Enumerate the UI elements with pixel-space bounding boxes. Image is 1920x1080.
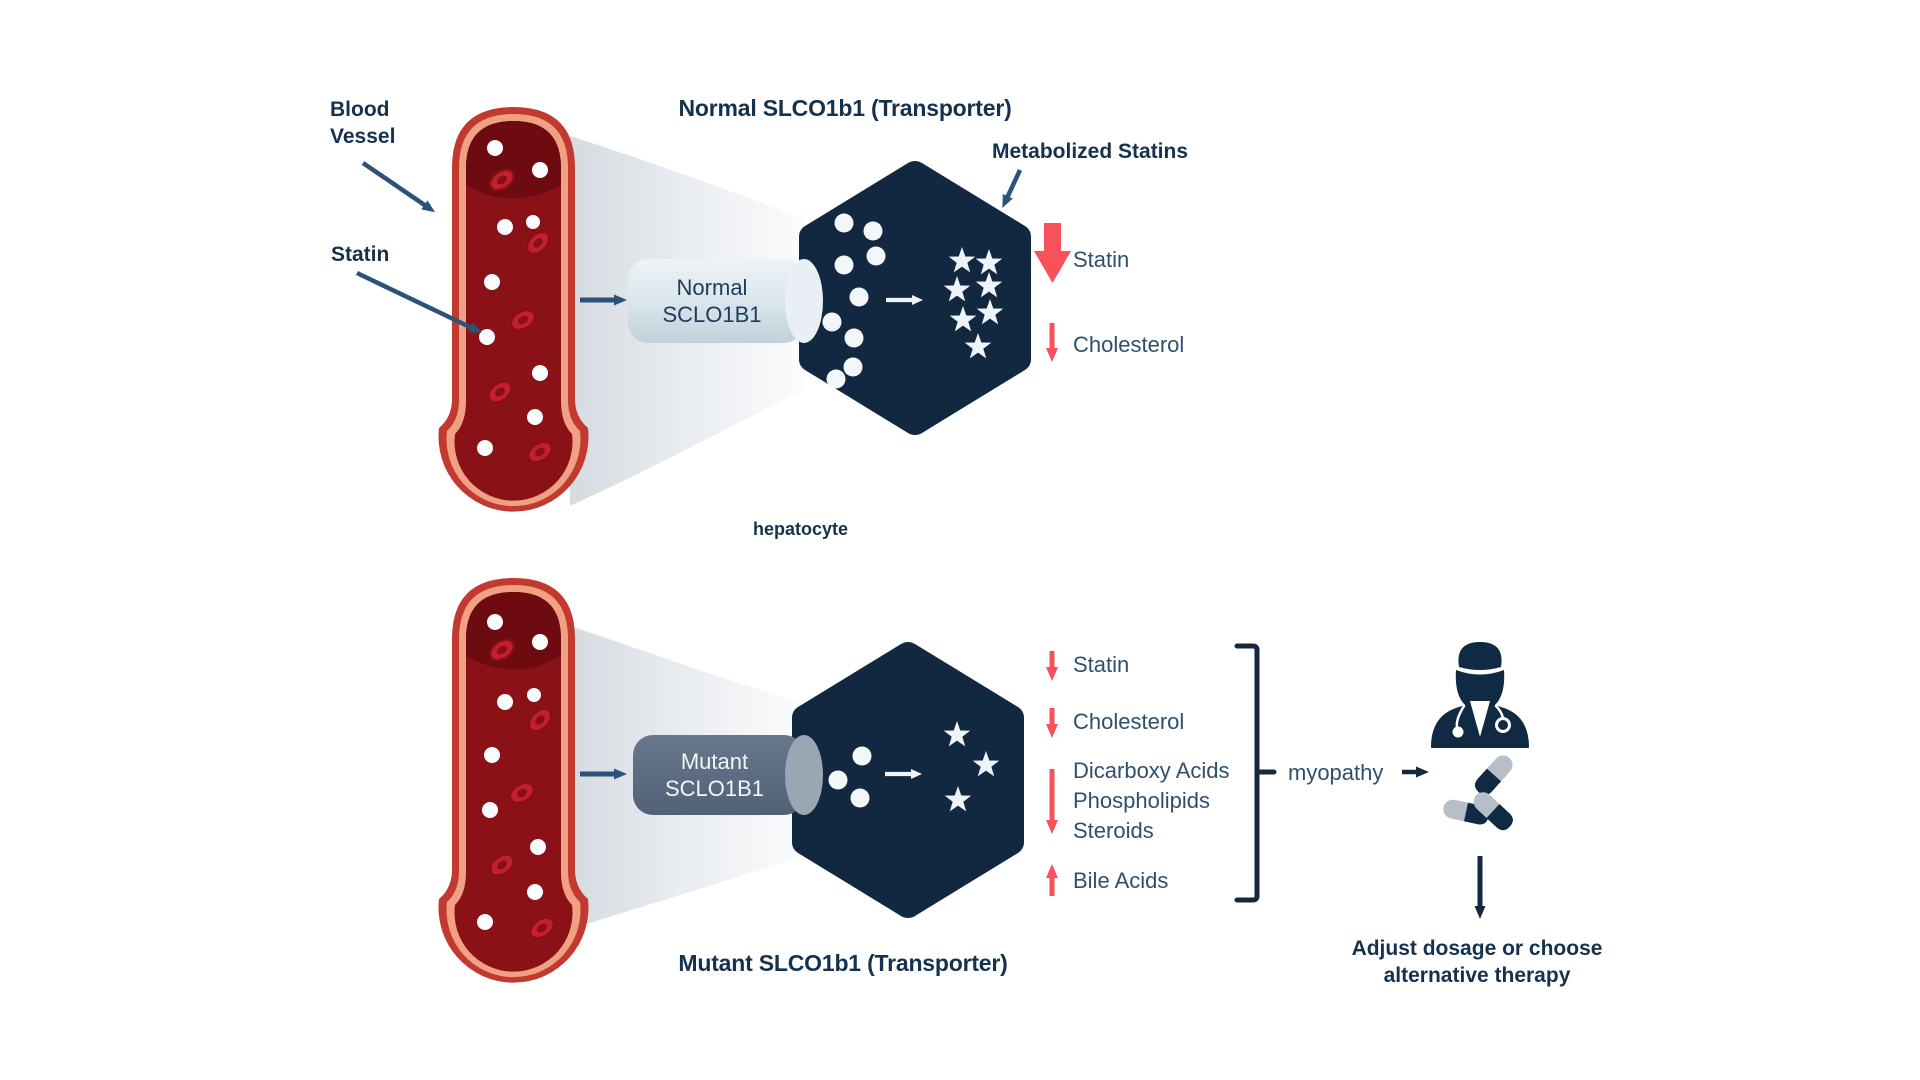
statin-down-arrow-large [1034, 223, 1071, 283]
outcome-acids-group: Dicarboxy Acids Phospholipids Steroids [1073, 758, 1230, 843]
outcome-statin-bottom: Statin [1073, 652, 1130, 677]
blood-vessel-bottom [438, 578, 589, 983]
metabolized-pointer-arrow [1002, 169, 1023, 208]
statin-dots [822, 213, 886, 389]
statin-dots [477, 140, 548, 456]
hepatocyte-top [799, 161, 1031, 435]
outcome-cholesterol-bottom: Cholesterol [1073, 709, 1185, 734]
outcome-cholesterol-top: Cholesterol [1073, 332, 1185, 357]
mutant-section-title: Mutant SLCO1b1 (Transporter) [678, 950, 1008, 976]
outcomes-bracket [1234, 643, 1277, 903]
statin-dots [477, 614, 548, 930]
statin-pointer-arrow [356, 270, 482, 333]
statin-dots [828, 746, 872, 808]
outcome-bile-acids: Bile Acids [1073, 868, 1169, 893]
blood-vessel-label: Blood Vessel [330, 98, 396, 149]
mutant-transporter-label: Mutant SCLO1B1 [664, 748, 765, 802]
outcome-statin-top: Statin [1073, 247, 1130, 272]
doctor-icon [1431, 642, 1529, 748]
hepatocyte-bottom [792, 642, 1024, 918]
metabolized-statins-label: Metabolized Statins [992, 140, 1189, 163]
transporter-normal [628, 259, 823, 343]
normal-section-title: Normal SLCO1b1 (Transporter) [678, 95, 1012, 121]
pills-icon [1441, 751, 1517, 834]
normal-transporter-label: Normal SCLO1B1 [662, 274, 762, 328]
transporter-mutant [633, 735, 823, 815]
recommendation-text: Adjust dosage or choose alternative ther… [1351, 937, 1603, 987]
blood-vessel-top [438, 107, 589, 512]
myopathy-label: myopathy [1288, 760, 1384, 785]
statin-label: Statin [331, 243, 390, 266]
hepatocyte-label: hepatocyte [753, 519, 849, 539]
blood-vessel-pointer-arrow [361, 161, 436, 213]
